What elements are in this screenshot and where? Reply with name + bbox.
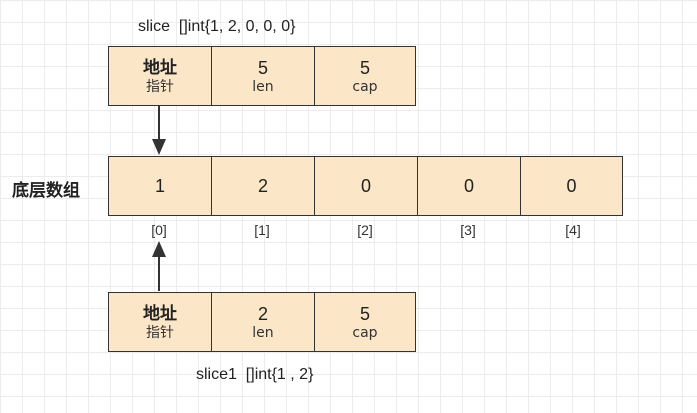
- slice-len-value: 5: [257, 58, 268, 78]
- slice-cap-cell: 5 cap: [315, 47, 415, 105]
- slice-len-label: len: [252, 79, 274, 95]
- array-value-3: 0: [463, 176, 474, 196]
- slice1-len-value: 2: [257, 304, 268, 324]
- slice-pointer-arrowhead: [152, 139, 166, 155]
- array-label: 底层数组: [12, 181, 80, 201]
- slice1-pointer-arrowhead: [152, 241, 166, 257]
- underlying-array: 1 2 0 0 0: [108, 156, 623, 216]
- array-value-1: 2: [257, 176, 268, 196]
- array-value-0: 1: [154, 176, 165, 196]
- array-index-2: [2]: [357, 222, 373, 238]
- array-cell-0: 1: [109, 157, 212, 215]
- array-cell-2: 0: [315, 157, 418, 215]
- slice-header-box: 地址 指针 5 len 5 cap: [108, 46, 416, 106]
- slice-pointer-cell: 地址 指针: [109, 47, 212, 105]
- slice1-pointer-cell: 地址 指针: [109, 293, 212, 351]
- slice-pointer-sub: 指针: [146, 79, 174, 95]
- slice1-cap-cell: 5 cap: [315, 293, 415, 351]
- slice-len-cell: 5 len: [212, 47, 315, 105]
- slice1-pointer-main: 地址: [143, 304, 177, 324]
- slice1-cap-value: 5: [359, 304, 370, 324]
- array-value-4: 0: [566, 176, 577, 196]
- array-cell-4: 0: [521, 157, 622, 215]
- slice-caption: slice []int{1, 2, 0, 0, 0}: [138, 18, 296, 35]
- slice1-len-cell: 2 len: [212, 293, 315, 351]
- array-index-3: [3]: [460, 222, 476, 238]
- slice-cap-label: cap: [352, 79, 378, 95]
- array-value-2: 0: [360, 176, 371, 196]
- slice1-caption: slice1 []int{1 , 2}: [196, 366, 314, 383]
- array-cell-1: 2: [212, 157, 315, 215]
- slice-pointer-main: 地址: [143, 58, 177, 78]
- array-cell-3: 0: [418, 157, 521, 215]
- array-index-1: [1]: [254, 222, 270, 238]
- array-index-0: [0]: [151, 222, 167, 238]
- slice1-pointer-sub: 指针: [146, 325, 174, 341]
- array-index-4: [4]: [565, 222, 581, 238]
- slice1-header-box: 地址 指针 2 len 5 cap: [108, 292, 416, 352]
- slice1-len-label: len: [252, 325, 274, 341]
- slice-cap-value: 5: [359, 58, 370, 78]
- slice1-cap-label: cap: [352, 325, 378, 341]
